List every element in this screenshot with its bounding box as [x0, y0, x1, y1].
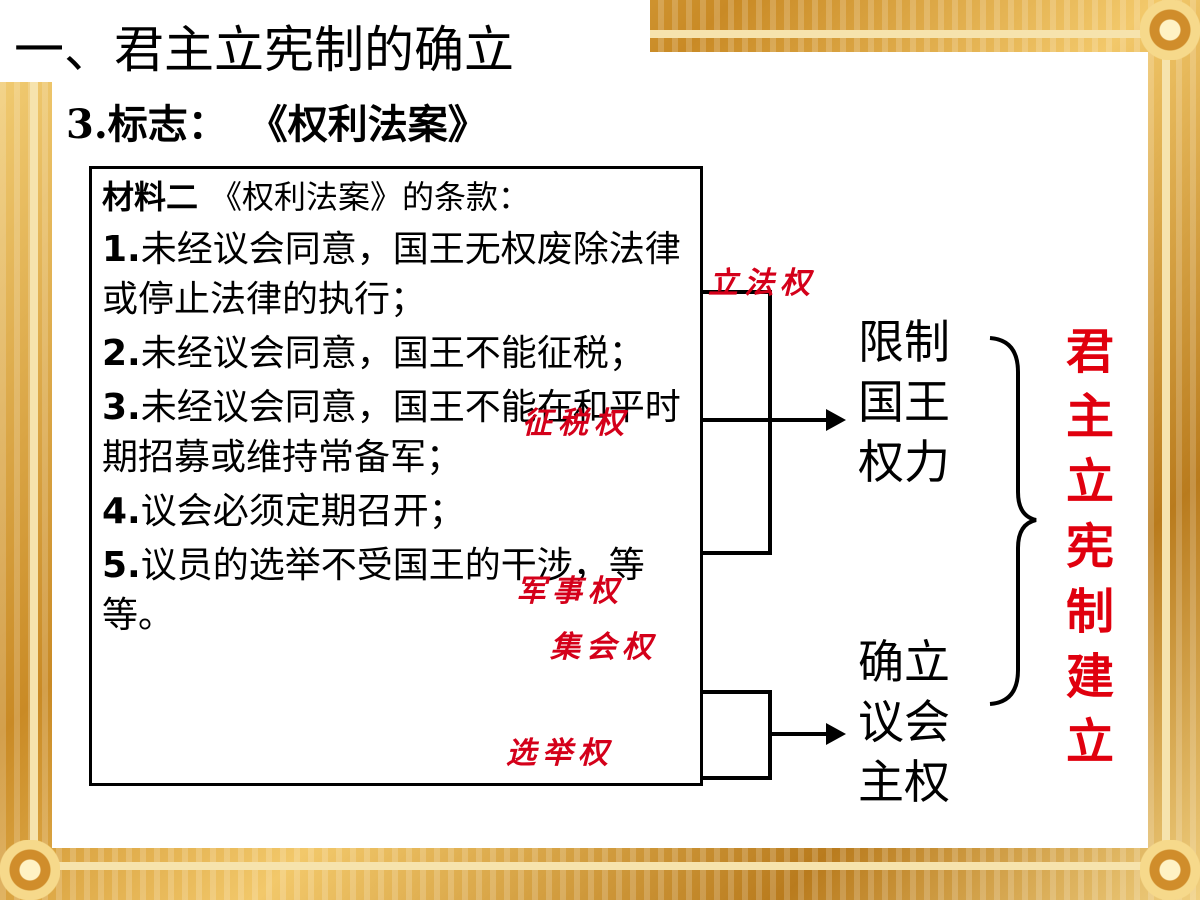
clause-text: 议会必须定期召开；	[140, 491, 465, 532]
clause-5: 5.议员的选举不受国王的干涉，等等。	[102, 541, 690, 641]
annotation-election: 选举权	[506, 736, 614, 771]
slide-title: 一、君主立宪制的确立	[14, 21, 514, 79]
subtitle-book: 《权利法案》	[267, 101, 488, 148]
clause-3: 3.未经议会同意，国王不能在和平时期招募或维持常备军；	[102, 383, 690, 483]
clause-text: 未经议会同意，国王不能征税；	[140, 333, 645, 374]
clause-number: 4.	[102, 491, 141, 532]
bracket-parliament	[703, 690, 772, 780]
arrow-limit-head	[826, 409, 846, 431]
annotation-military: 军事权	[516, 574, 624, 609]
subtitle-label: 标志：	[107, 101, 228, 148]
annotation-legislative: 立法权	[708, 266, 816, 301]
material-heading-label: 材料二	[102, 178, 199, 216]
clause-number: 5.	[102, 545, 141, 586]
clause-number: 2.	[102, 333, 141, 374]
material-heading-text: 《权利法案》的条款：	[210, 178, 531, 216]
material-heading: 材料二《权利法案》的条款：	[102, 177, 690, 217]
header-background	[0, 0, 650, 82]
corner-ornament	[0, 840, 60, 900]
annotation-assembly: 集会权	[550, 630, 658, 665]
bracket-limit-king	[703, 290, 772, 555]
slide-subtitle: 3.标志： 《权利法案》	[66, 92, 488, 150]
clause-4: 4.议会必须定期召开；	[102, 487, 690, 537]
clause-text: 未经议会同意，国王不能在和平时期招募或维持常备军；	[102, 387, 681, 478]
corner-ornament	[1140, 0, 1200, 60]
annotation-taxation: 征税权	[522, 406, 630, 441]
clause-text: 议员的选举不受国王的干涉，等等。	[102, 545, 645, 636]
clause-2: 2.未经议会同意，国王不能征税；	[102, 329, 690, 379]
clause-number: 3.	[102, 387, 141, 428]
arrow-parliament-head	[826, 723, 846, 745]
corner-ornament	[1140, 840, 1200, 900]
subtitle-number: 3.	[66, 101, 108, 148]
result-parliament-sovereignty: 确立议会主权	[858, 635, 950, 809]
clause-text: 未经议会同意，国王无权废除法律或停止法律的执行；	[102, 229, 681, 320]
conclusion-text: 君主立宪制建立	[1065, 324, 1114, 770]
clause-number: 1.	[102, 229, 141, 270]
curly-brace	[989, 336, 1037, 706]
clause-1: 1.未经议会同意，国王无权废除法律或停止法律的执行；	[102, 225, 690, 325]
result-limit-king: 限制国王权力	[858, 315, 950, 489]
material-box: 材料二《权利法案》的条款： 1.未经议会同意，国王无权废除法律或停止法律的执行；…	[89, 166, 703, 786]
